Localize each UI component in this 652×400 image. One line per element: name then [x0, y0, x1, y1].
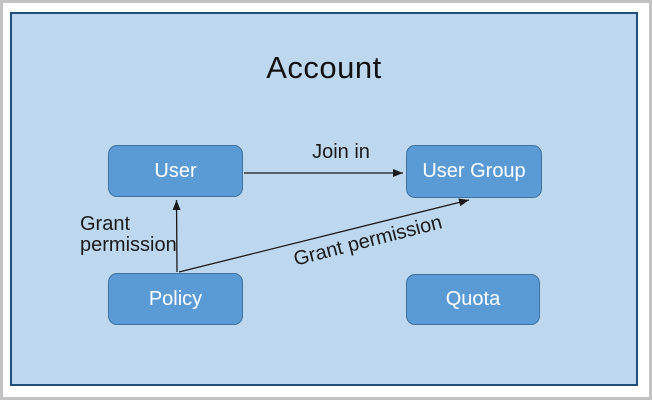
node-quota: Quota — [406, 274, 540, 325]
node-policy: Policy — [108, 273, 243, 325]
node-user-group: User Group — [406, 145, 542, 198]
edge-grant-user-label: Grant permission — [80, 213, 177, 256]
account-title: Account — [266, 50, 382, 85]
node-user: User — [108, 145, 243, 197]
edge-join-in-label: Join in — [312, 141, 370, 163]
